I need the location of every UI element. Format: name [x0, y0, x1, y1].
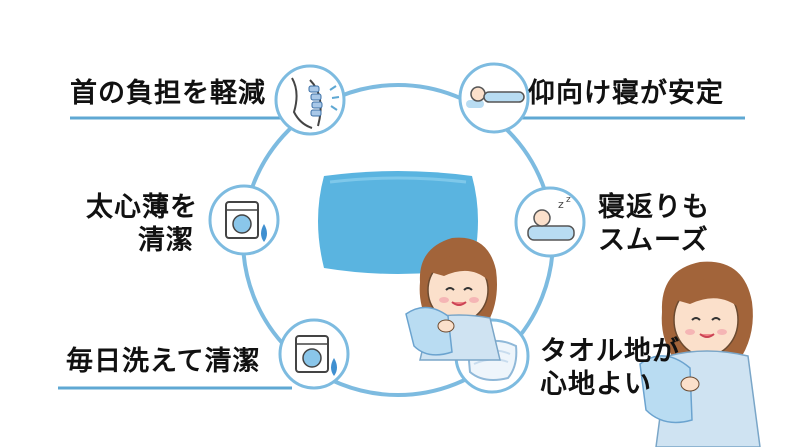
benefit-neck-label: 首の負担を軽減	[70, 78, 266, 109]
washing-machine-icon	[208, 184, 280, 256]
benefit-thin-label: 太心薄を 清潔	[86, 192, 198, 258]
benefit-washable-label: 毎日洗えて清潔	[66, 346, 261, 377]
sleeping-side-icon: z z	[514, 186, 586, 258]
benefit-turn-line-1: 寝返りも	[598, 192, 710, 223]
benefit-thin-line-1: 太心薄を	[86, 192, 198, 223]
label-underlines	[58, 116, 745, 390]
benefit-turn-label: 寝返りも スムーズ	[598, 192, 710, 258]
benefit-turn-line-2: スムーズ	[598, 224, 709, 256]
woman-with-pillow-illustration	[639, 261, 761, 447]
sleeping-supine-icon	[458, 62, 530, 134]
svg-text:z: z	[558, 198, 564, 211]
benefit-thin-line-2: 清潔	[138, 224, 194, 256]
svg-text:z: z	[566, 195, 571, 205]
benefit-towel-label: タオル地が 心地よい	[540, 336, 680, 402]
neck-spine-icon	[274, 64, 346, 136]
benefit-towel-line-2: 心地よい	[540, 368, 652, 400]
washing-machine-icon	[278, 318, 350, 390]
benefit-towel-line-1: タオル地が	[540, 336, 680, 367]
benefit-supine-label: 仰向け寝が安定	[528, 78, 724, 109]
woman-hugging-pillow-illustration	[405, 237, 501, 361]
